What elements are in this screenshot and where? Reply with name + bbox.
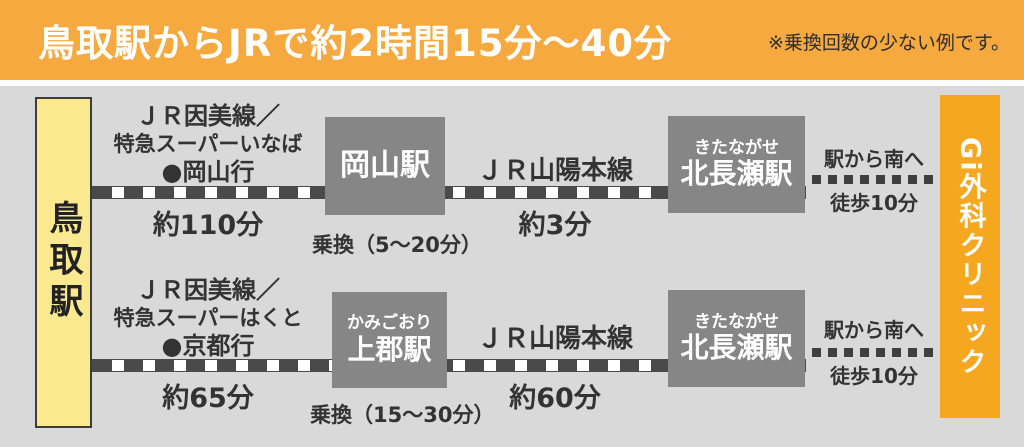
route1-line1-labels: ＪＲ因美線／ 特急スーパーいなば ●岡山行 [92,102,324,186]
route1-arrival-station-box: きたながせ 北長瀬駅 [668,116,805,213]
route2-transfer-station-name: 上郡駅 [347,332,432,366]
rail-line-route2 [92,359,806,372]
route1-line2-duration: 約3分 [518,210,592,241]
route1-line1-duration: 約110分 [152,210,264,241]
route1-line1-train: 特急スーパーいなば [113,132,303,156]
route2-line2-duration: 約60分 [509,383,601,414]
route2-line1-name: ＪＲ因美線／ [136,276,280,304]
route2-transfer-note: 乗換（15～30分） [310,403,495,427]
route2-line1-labels: ＪＲ因美線／ 特急スーパーはくと ●京都行 [92,276,324,360]
route2-arrival-station-name: 北長瀬駅 [680,331,793,365]
route2-line1-duration: 約65分 [162,383,254,414]
route1-walk-direction: 駅から南へ [824,147,924,171]
origin-station-name: 鳥取駅 [43,200,83,325]
origin-station-box: 鳥取駅 [35,97,92,428]
route1-transfer-note: 乗換（5～20分） [312,233,482,257]
route1-line1-bound-for: ●岡山行 [161,158,255,186]
route2-arrival-station-furigana: きたながせ [694,311,779,332]
route1-walk-duration: 徒歩10分 [830,191,918,215]
route1-walk-dotted-line [812,175,938,184]
diagram-area: 鳥取駅 ＪＲ因美線／ 特急スーパーいなば ●岡山行 約110分 岡山駅 乗換（5… [0,86,1024,447]
route2-walk-dotted-line [812,348,938,357]
page-title: 鳥取駅からJRで約2時間15分～40分 [38,22,672,65]
route1-arrival-station-name: 北長瀬駅 [680,157,793,191]
route1-line2-name: ＪＲ山陽本線 [476,156,633,186]
header-banner: 鳥取駅からJRで約2時間15分～40分 ※乗換回数の少ない例です。 [0,0,1024,80]
route1-transfer-station-box: 岡山駅 [325,117,445,215]
route2-transfer-station-furigana: かみごおり [347,313,432,334]
destination-clinic-box: Gi外科クリニック [940,95,1000,418]
header-note: ※乗換回数の少ない例です。 [767,32,1010,55]
route2-arrival-station-box: きたながせ 北長瀬駅 [668,290,805,387]
route2-walk-duration: 徒歩10分 [830,364,918,388]
route2-line2-name: ＪＲ山陽本線 [476,324,633,354]
route2-transfer-station-box: かみごおり 上郡駅 [332,292,447,388]
route2-walk-direction: 駅から南へ [824,318,924,342]
route2-line1-train: 特急スーパーはくと [113,306,303,330]
rail-line-route1 [92,186,806,199]
destination-clinic-name: Gi外科クリニック [954,136,986,377]
route1-arrival-station-furigana: きたながせ [694,137,779,158]
route1-line1-name: ＪＲ因美線／ [136,102,280,130]
route2-line1-bound-for: ●京都行 [161,332,255,360]
route1-transfer-station-name: 岡山駅 [340,147,430,183]
